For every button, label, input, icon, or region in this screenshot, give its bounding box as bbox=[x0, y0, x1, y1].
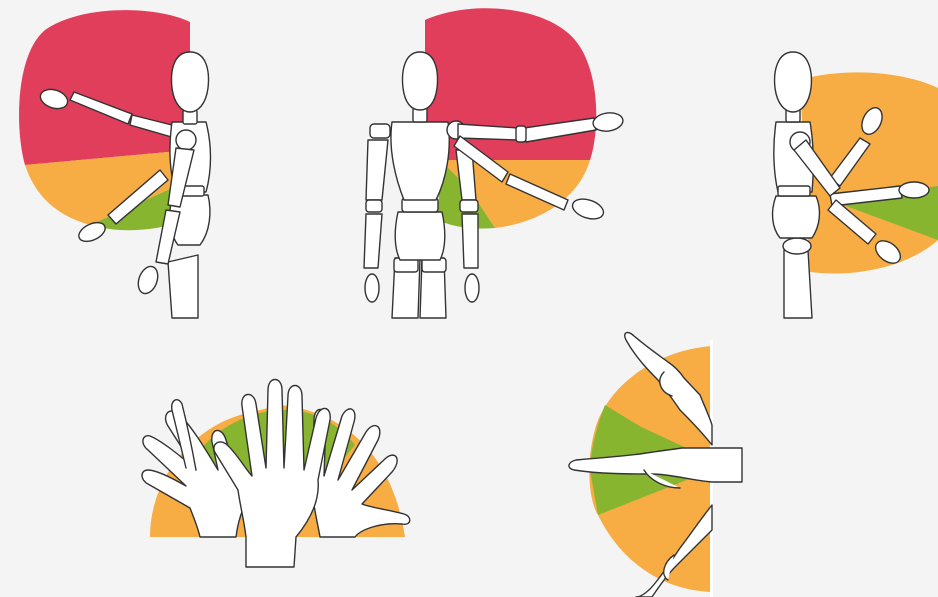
panel-shoulder-back-view bbox=[364, 8, 624, 318]
panel-shoulder-side-view bbox=[19, 10, 210, 318]
panel-wrist-flexion-extension bbox=[569, 333, 742, 597]
hands bbox=[142, 380, 410, 568]
panel-wrist-radial-ulnar-spread bbox=[142, 380, 410, 568]
panel-shoulder-side-view-forward-reach bbox=[773, 52, 938, 318]
red-zone bbox=[19, 10, 190, 165]
